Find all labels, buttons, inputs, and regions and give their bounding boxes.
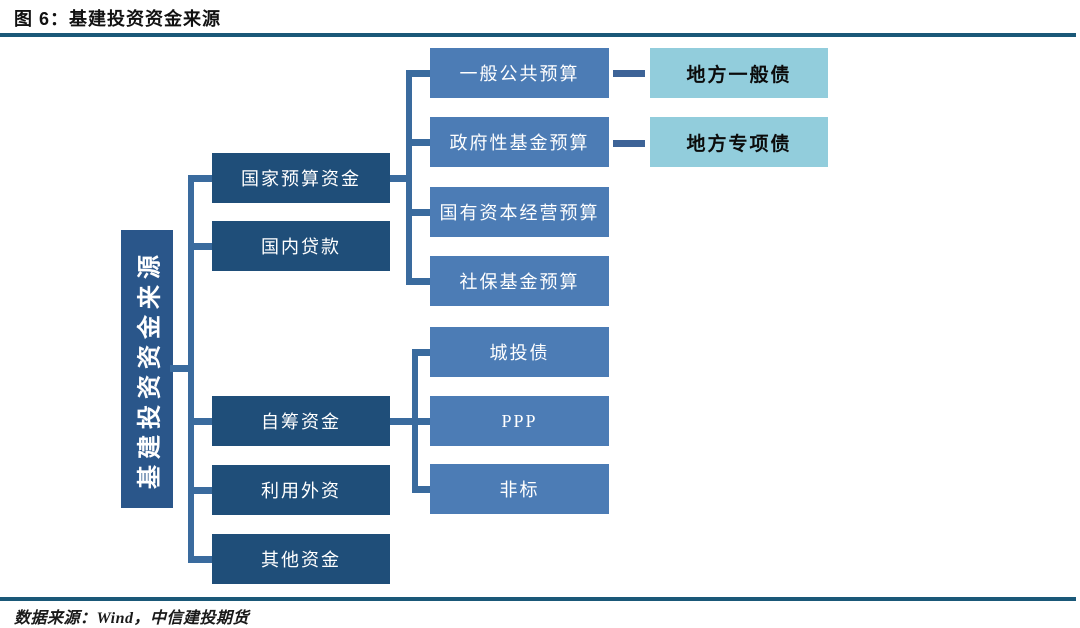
node-local-general-bonds: 地方一般债 — [650, 48, 828, 98]
node-self-raised-funds: 自筹资金 — [212, 396, 390, 446]
connector-root-trunk — [188, 175, 194, 563]
connector-stub-domestic-loans — [188, 243, 212, 250]
root-node-label: 基建投资资金来源 — [137, 249, 164, 489]
node-state-capital-operation-budget: 国有资本经营预算 — [430, 187, 609, 237]
connector-trunk-self-raised — [412, 349, 418, 492]
connector-stub-social-security-budget — [406, 278, 430, 285]
connector-dash-local-general-bonds — [613, 70, 645, 77]
node-ppp: PPP — [430, 396, 609, 446]
connector-trunk-state-budget — [406, 70, 412, 284]
node-state-budget-funds: 国家预算资金 — [212, 153, 390, 203]
node-foreign-capital: 利用外资 — [212, 465, 390, 515]
node-non-standard: 非标 — [430, 464, 609, 514]
node-local-special-bonds: 地方专项债 — [650, 117, 828, 167]
connector-stub-ppp-cross — [390, 418, 430, 425]
connector-stub-from-state-budget — [390, 175, 408, 182]
connector-stub-other-funds — [188, 556, 212, 563]
connector-dash-local-special-bonds — [613, 140, 645, 147]
node-other-funds: 其他资金 — [212, 534, 390, 584]
connector-stub-state-capital-budget — [406, 209, 430, 216]
node-urban-investment-bonds: 城投债 — [430, 327, 609, 377]
connector-stub-government-fund-budget — [406, 139, 430, 146]
connector-stub-urban-investment-bonds — [412, 349, 430, 356]
connector-stub-general-public-budget — [406, 70, 430, 77]
data-source-note: 数据来源：Wind，中信建投期货 — [14, 610, 249, 627]
figure-title: 图 6：基建投资资金来源 — [14, 9, 222, 29]
root-node-infrastructure-funding-sources: 基建投资资金来源 — [121, 230, 173, 508]
footer-rule — [0, 597, 1076, 601]
node-general-public-budget: 一般公共预算 — [430, 48, 609, 98]
connector-stub-non-standard — [412, 486, 430, 493]
connector-stub-self-raised-funds — [188, 418, 212, 425]
connector-root-stub — [170, 365, 192, 372]
connector-stub-state-budget-funds — [188, 175, 212, 182]
node-domestic-loans: 国内贷款 — [212, 221, 390, 271]
node-government-fund-budget: 政府性基金预算 — [430, 117, 609, 167]
node-social-security-fund-budget: 社保基金预算 — [430, 256, 609, 306]
connector-stub-foreign-capital — [188, 487, 212, 494]
header-rule — [0, 33, 1076, 37]
